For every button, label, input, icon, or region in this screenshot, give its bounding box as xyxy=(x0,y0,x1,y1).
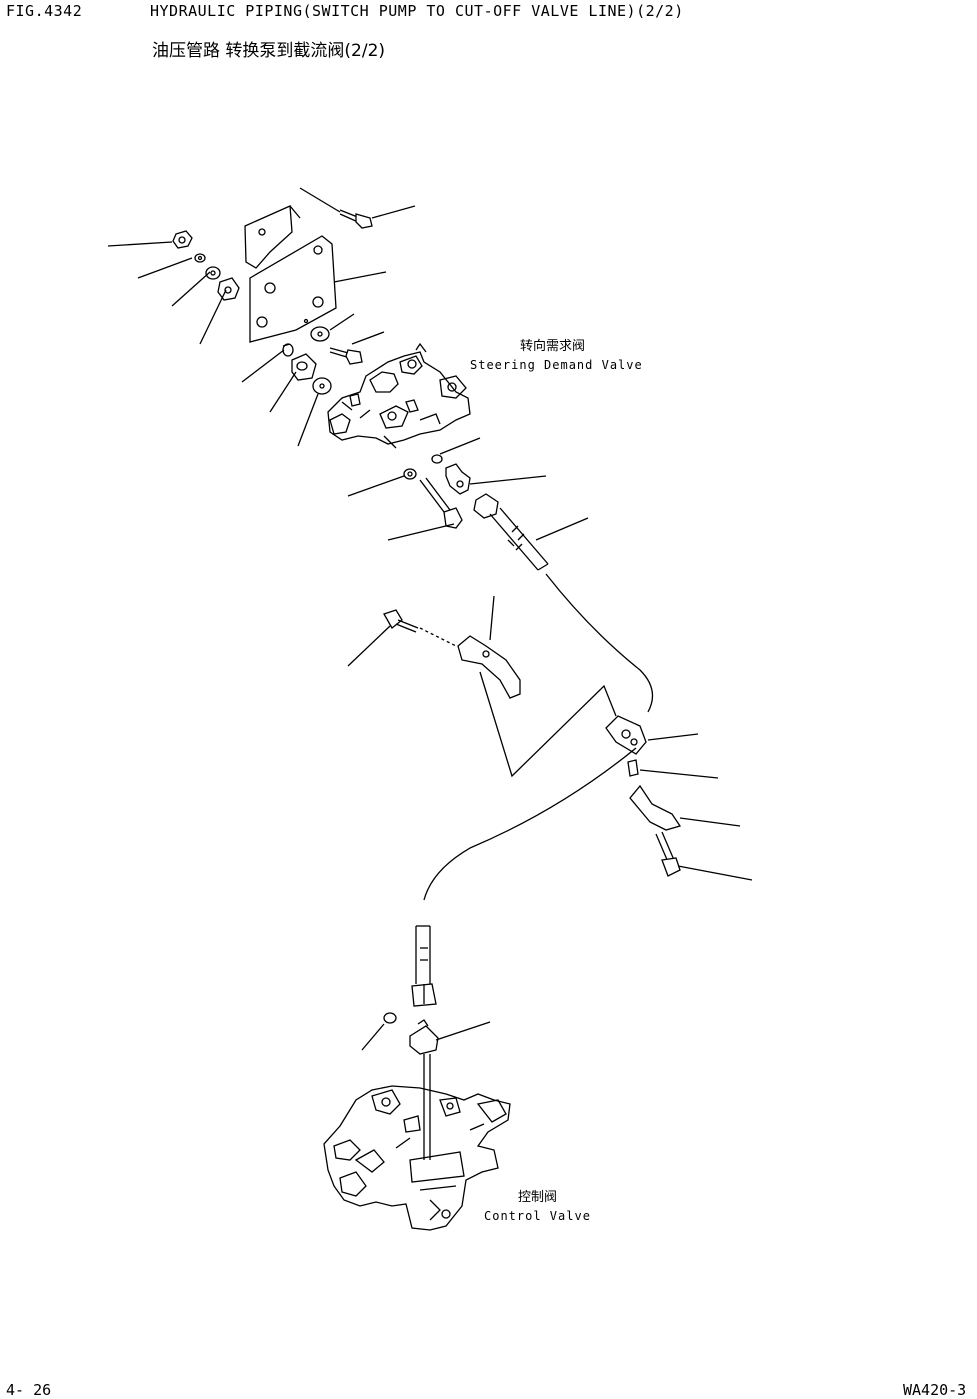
control-valve-label-cn: 控制阀 xyxy=(518,1190,558,1205)
rubber-mount xyxy=(292,354,316,380)
control-valve-label-en: Control Valve xyxy=(484,1209,591,1223)
pipe-clamp xyxy=(606,716,646,754)
hose-fitting-nut-lower xyxy=(412,984,436,1006)
bolt xyxy=(330,348,362,364)
support-bracket xyxy=(458,636,520,698)
tee-fitting xyxy=(410,1020,438,1054)
adapter-fitting xyxy=(446,464,470,494)
washer xyxy=(195,254,205,262)
hex-nut xyxy=(173,231,192,248)
leader-lines-top xyxy=(108,188,415,344)
leader-lines-mounts xyxy=(242,350,318,446)
clamp-bracket xyxy=(630,786,680,830)
leader-line-hose xyxy=(536,518,588,540)
steering-demand-valve-body xyxy=(328,344,470,448)
mounting-bolt xyxy=(340,210,372,228)
hose-fitting-nut xyxy=(474,494,498,518)
hex-nut xyxy=(218,278,239,300)
hose-upper xyxy=(490,508,548,570)
bracket-bolt xyxy=(384,610,456,646)
washer xyxy=(404,469,416,479)
control-valve-body xyxy=(324,1054,510,1230)
model-code: WA420-3 xyxy=(903,1381,967,1399)
leader-lines-bracket xyxy=(348,596,616,776)
spacer xyxy=(283,344,293,356)
leader-lines-valve xyxy=(348,438,546,540)
washer xyxy=(313,378,331,394)
hose-lower xyxy=(416,926,430,984)
washer xyxy=(206,267,220,279)
leader-lines-lower xyxy=(362,1022,490,1050)
page-number: 4- 26 xyxy=(6,1381,52,1399)
hydraulic-pipe xyxy=(424,574,653,900)
bracket-plate-small xyxy=(245,206,300,268)
rubber-mount xyxy=(311,327,329,341)
leader-lines-clamp xyxy=(640,734,752,880)
bolt xyxy=(420,478,462,528)
page-title-english: HYDRAULIC PIPING(SWITCH PUMP TO CUT-OFF … xyxy=(150,2,684,20)
page-title-chinese: 油压管路 转换泵到截流阀(2/2) xyxy=(152,41,386,61)
clamp-bolt xyxy=(656,832,680,876)
mounting-plate xyxy=(250,236,336,342)
clamp-spacer xyxy=(628,760,638,776)
o-ring-lower xyxy=(384,1013,396,1023)
figure-number: FIG.4342 xyxy=(6,2,83,20)
steering-demand-valve-label-cn: 转向需求阀 xyxy=(520,339,586,354)
o-ring xyxy=(432,455,442,463)
steering-demand-valve-label-en: Steering Demand Valve xyxy=(470,358,643,372)
